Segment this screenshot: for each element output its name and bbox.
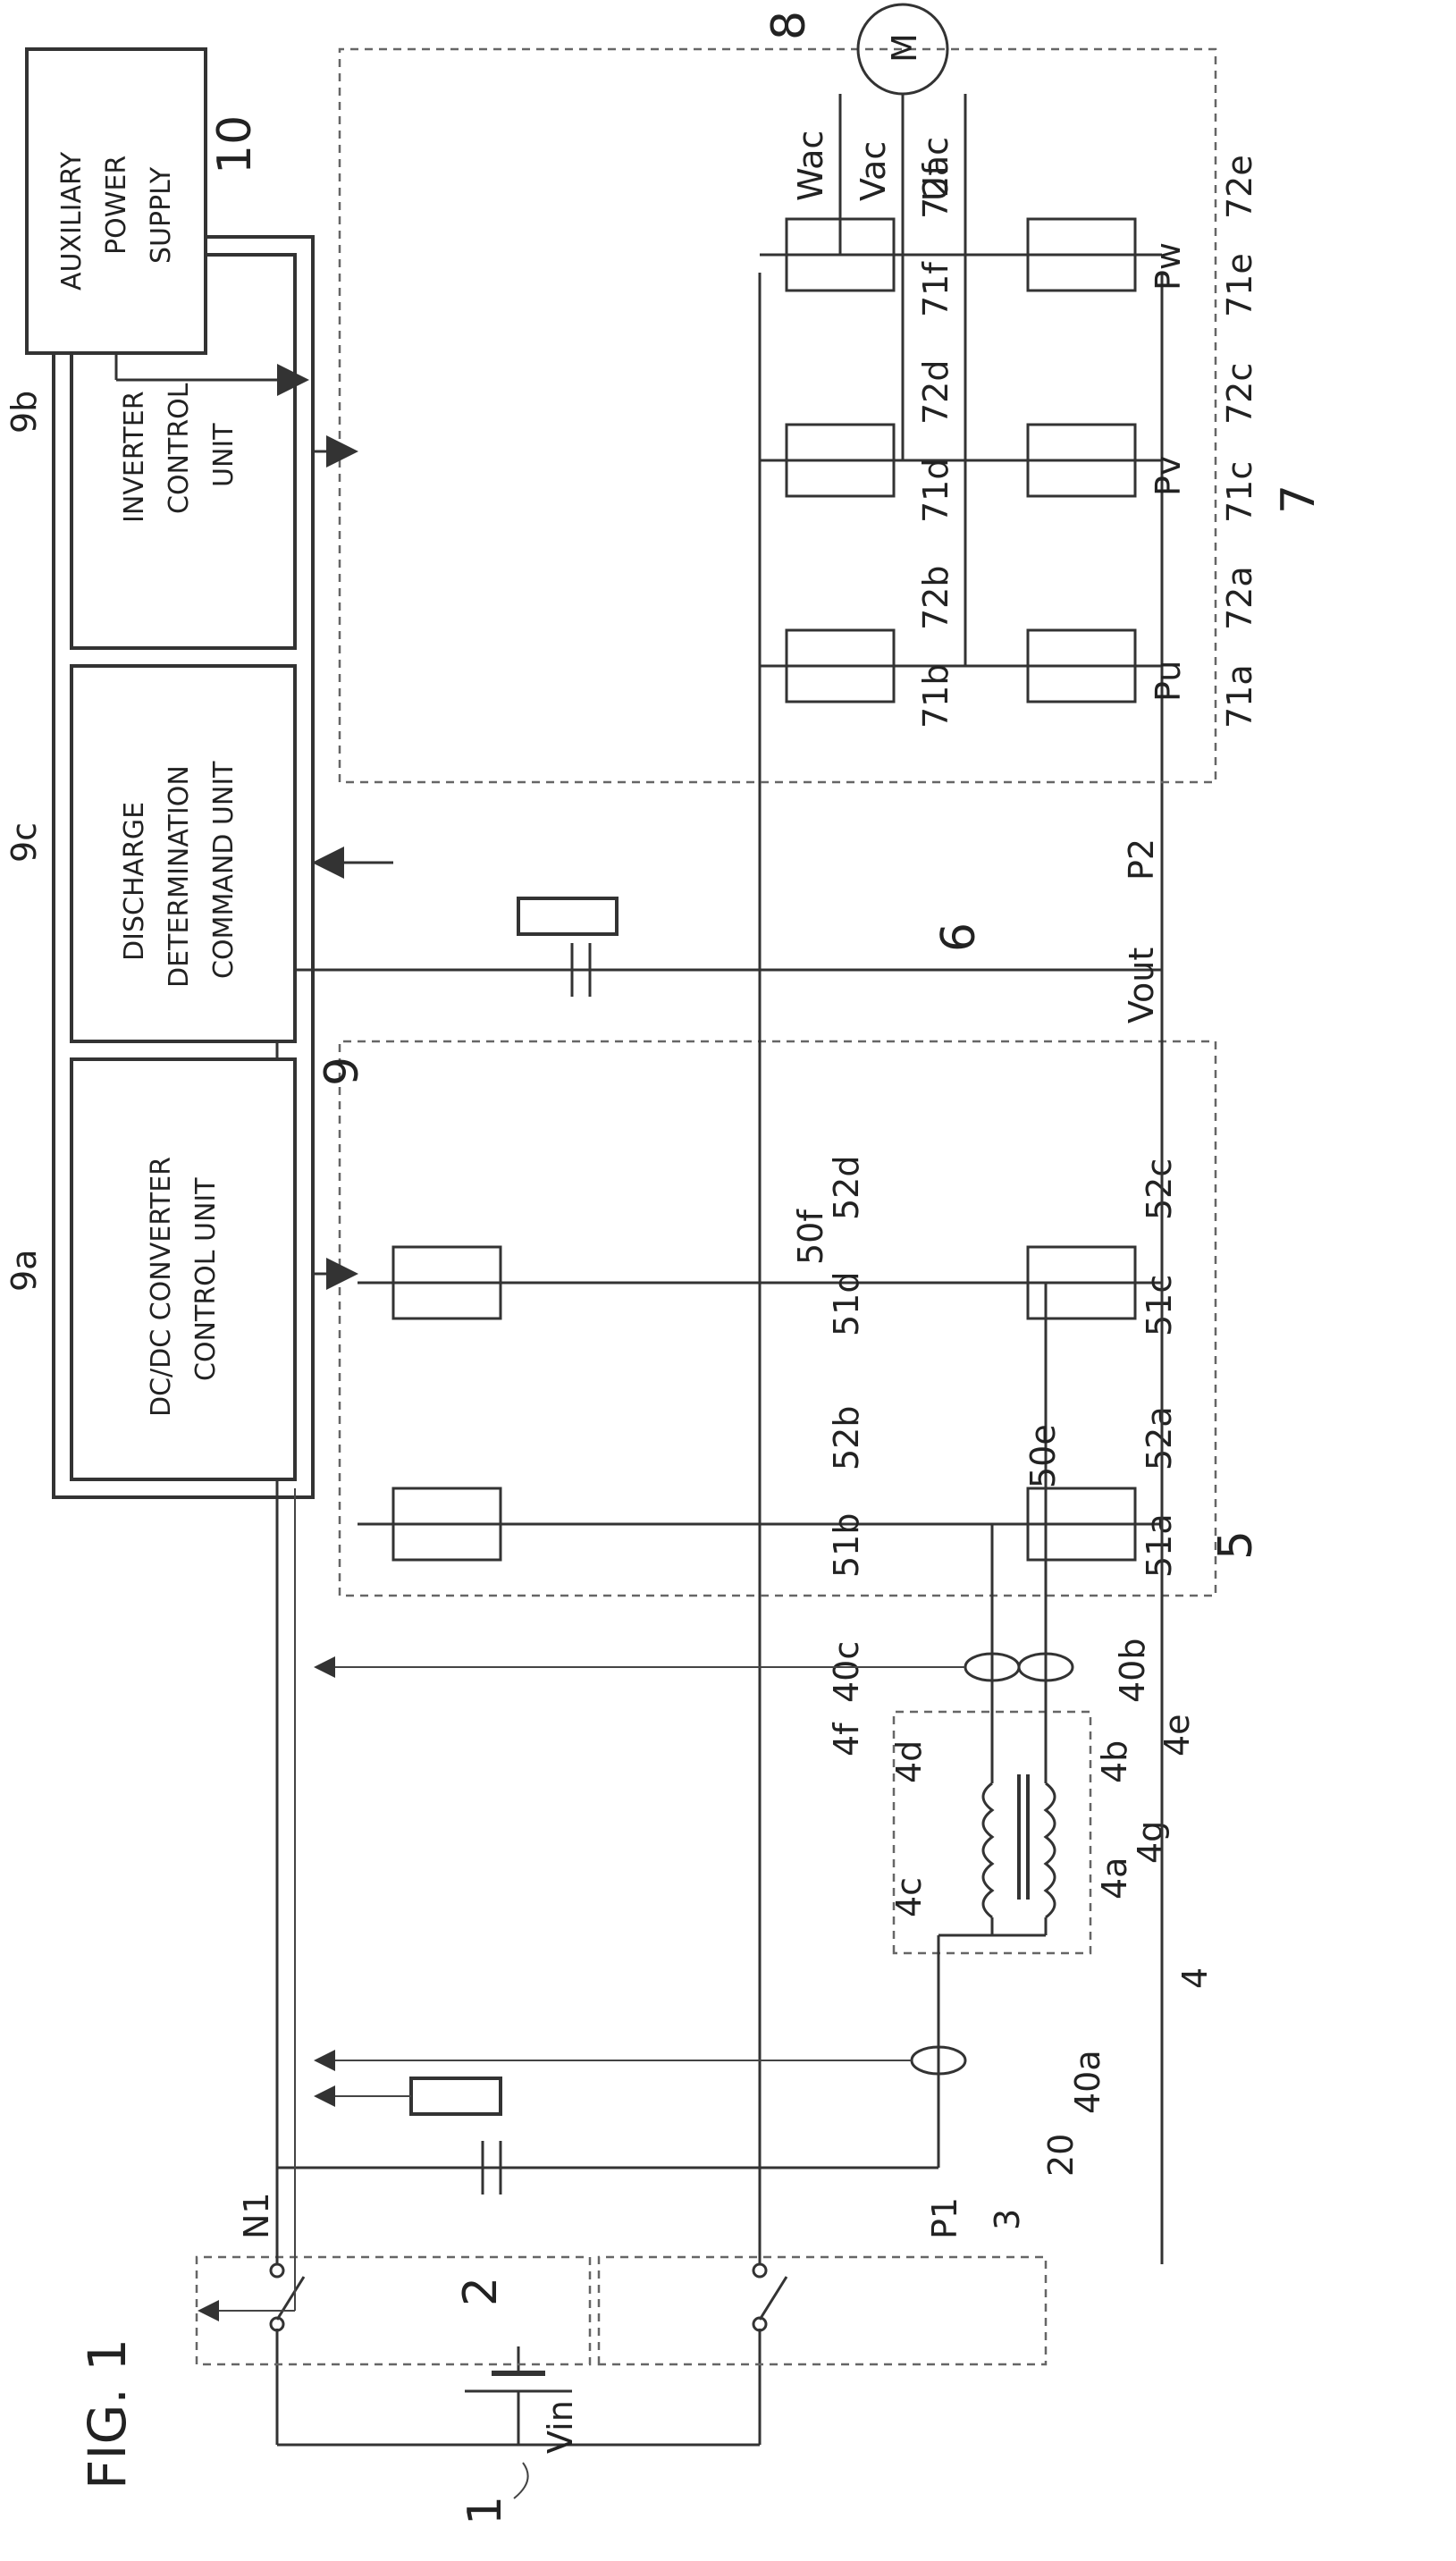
control-unit-9: DC/DC CONVERTER CONTROL UNIT DISCHARGE D… — [4, 237, 369, 1497]
relay-2: 2 — [197, 2257, 1046, 2364]
output-wac: Wac — [791, 131, 830, 201]
smoothing-capacitor-ref: 6 — [932, 922, 986, 952]
switch-71e-label: 71e — [1220, 253, 1259, 317]
node-50e-label: 50e — [1023, 1424, 1063, 1488]
aux-power-line3: SUPPLY — [146, 166, 177, 264]
smoothing-capacitor-6: 6 — [277, 922, 1162, 997]
input-capacitor-3: 3 — [277, 2141, 1027, 2230]
diode-52c-label: 52c — [1140, 1158, 1179, 1220]
diode-72a-label: 72a — [1220, 566, 1259, 630]
reactor-coil-4f: 4f — [827, 1722, 866, 1756]
current-sensor-40b-label: 40b — [1113, 1639, 1152, 1703]
discharge-line2: DETERMINATION — [164, 765, 195, 988]
input-capacitor-ref: 3 — [988, 2209, 1027, 2230]
dcdc-converter-ref: 5 — [1209, 1530, 1263, 1560]
inverter-ctrl-line3: UNIT — [208, 423, 240, 487]
switch-51b-label: 51b — [827, 1513, 866, 1578]
switch-71c-label: 71c — [1220, 461, 1259, 523]
diode-72d-label: 72d — [916, 360, 955, 425]
battery-vin: Vin 1 — [277, 2346, 760, 2525]
figure-title: FIG. 1 — [77, 2338, 138, 2489]
discharge-ref: 9c — [4, 822, 44, 863]
reactor-terminal-4b: 4b — [1095, 1740, 1134, 1783]
aux-power-line1: AUXILIARY — [56, 151, 88, 291]
phase-node-pu: Pu — [1149, 661, 1188, 702]
diode-52b-label: 52b — [827, 1406, 866, 1470]
n1-label: N1 — [237, 2192, 276, 2239]
p2-label: P2 — [1122, 838, 1161, 880]
control-unit-ref: 9 — [316, 1057, 369, 1086]
current-sensor-40c-label: 40c — [827, 1641, 866, 1703]
switch-71d-label: 71d — [916, 459, 955, 523]
battery-ref: 1 — [459, 2496, 512, 2525]
aux-power-ref: 10 — [208, 115, 262, 174]
vin-label: Vin — [541, 2400, 580, 2454]
dcdc-control-unit-9a — [72, 1059, 295, 1479]
switch-51a-label: 51a — [1140, 1513, 1179, 1578]
reactor-core-4g: 4g — [1131, 1821, 1170, 1864]
inverter-ref: 7 — [1272, 484, 1326, 514]
relay-ref: 2 — [454, 2277, 508, 2306]
diode-72e-label: 72e — [1220, 155, 1259, 219]
dcdc-ctrl-line2: CONTROL UNIT — [190, 1177, 222, 1381]
phase-node-pv: Pv — [1149, 456, 1188, 496]
motor-label: M — [885, 33, 924, 63]
output-vac: Vac — [854, 141, 893, 201]
switch-71f-label: 71f — [916, 261, 955, 317]
diode-72c-label: 72c — [1220, 363, 1259, 425]
reactor-terminal-4c: 4c — [889, 1877, 929, 1917]
inverter-7: 71a 71b 71c 71d 71e 71f 72a 72b 72c 72d … — [340, 49, 1326, 782]
reactor-coil-4e: 4e — [1157, 1714, 1197, 1756]
switch-51c-label: 51c — [1140, 1275, 1179, 1336]
dcdc-ctrl-line1: DC/DC CONVERTER — [146, 1157, 177, 1417]
inverter-ctrl-line2: CONTROL — [164, 383, 195, 514]
reactor-terminal-4d: 4d — [889, 1740, 929, 1783]
input-voltage-sensor-20: 20 — [411, 2078, 1081, 2177]
p1-label: P1 — [925, 2197, 964, 2239]
reactor-ref: 4 — [1175, 1967, 1215, 1989]
inverter-ctrl-line1: INVERTER — [119, 391, 150, 523]
dcdc-ctrl-ref: 9a — [4, 1250, 44, 1292]
inverter-ctrl-ref: 9b — [4, 391, 44, 434]
motor-ref: 8 — [762, 11, 816, 40]
switch-51d-label: 51d — [827, 1272, 866, 1336]
node-50f-label: 50f — [791, 1209, 830, 1265]
aux-power-line2: POWER — [101, 156, 132, 255]
output-uac: Uac — [916, 137, 955, 201]
phase-node-pw: Pw — [1149, 242, 1188, 291]
diode-72b-label: 72b — [916, 566, 955, 630]
discharge-line3: COMMAND UNIT — [208, 761, 240, 979]
voltage-sensor-20-ref: 20 — [1041, 2134, 1081, 2177]
switch-71b-label: 71b — [916, 664, 955, 729]
vout-label: Vout — [1122, 948, 1161, 1024]
diode-52a-label: 52a — [1140, 1406, 1179, 1470]
switch-71a-label: 71a — [1220, 664, 1259, 729]
reactor-4: 4a 4b 4c 4d 4e 4f 4g 4 — [827, 1712, 1215, 2168]
reactor-terminal-4a: 4a — [1095, 1858, 1134, 1900]
current-sensor-40a-label: 40a — [1068, 2050, 1107, 2114]
diode-52d-label: 52d — [827, 1156, 866, 1220]
discharge-line1: DISCHARGE — [119, 802, 150, 961]
